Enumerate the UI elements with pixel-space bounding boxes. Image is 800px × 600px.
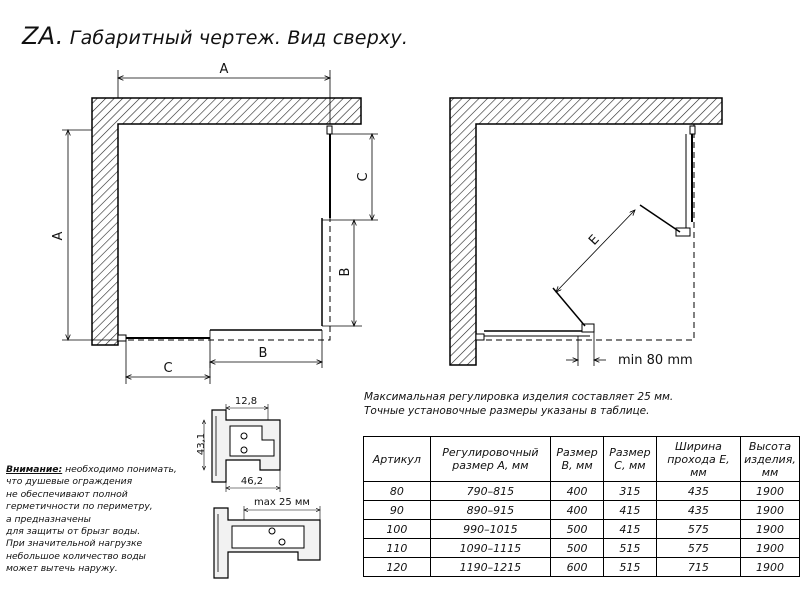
table-cell: 400	[550, 500, 604, 520]
table-cell: 415	[603, 519, 657, 539]
table-cell: 575	[655, 538, 742, 558]
warning-lead: Внимание:	[6, 464, 63, 475]
table-cell: 435	[655, 500, 742, 520]
table-cell: 790–815	[429, 481, 552, 501]
table-cell: 600	[550, 557, 604, 577]
table-cell: 80	[363, 481, 431, 501]
table-cell: 500	[550, 538, 604, 558]
profile-detail-1: 12,8 43,1 46,2	[196, 396, 281, 492]
profile1-dim-left: 43,1	[196, 433, 207, 455]
warning-line: для защиты от брызг воды.	[6, 526, 141, 538]
table-header: Высота изделия, мм	[740, 436, 800, 482]
table-cell: 1090–1115	[429, 538, 552, 558]
tray-outline	[118, 124, 331, 341]
warning-note: Внимание: необходимо понимать, что душев…	[6, 464, 177, 576]
right-view: E min 80 mm	[449, 97, 723, 368]
dim-c-bottom-label: C	[163, 361, 172, 376]
table-cell: 515	[603, 538, 657, 558]
table-cell: 100	[363, 519, 431, 539]
table-cell: 1900	[740, 481, 800, 501]
table-header: Размер С, мм	[603, 436, 657, 482]
left-view: A A C B B C	[51, 62, 378, 384]
dim-b-right-label: B	[338, 268, 353, 277]
warning-line: герметичности по периметру,	[6, 501, 153, 513]
table-cell: 435	[655, 481, 742, 501]
dim-e	[556, 210, 635, 292]
table-cell: 415	[603, 500, 657, 520]
page-title: ZA. Габаритный чертеж. Вид сверху.	[22, 22, 408, 50]
dim-c-right-label: C	[356, 172, 371, 181]
min-gap-label: min 80 mm	[618, 353, 693, 368]
dim-a-side-label: A	[51, 231, 66, 240]
warning-line: может вытечь наружу.	[6, 563, 118, 575]
table-cell: 120	[363, 557, 431, 577]
warning-line: а предназначены	[6, 513, 91, 525]
warning-line: При значительной нагрузке	[6, 538, 143, 550]
tray-outline-right	[476, 124, 695, 341]
table-cell: 1900	[740, 538, 800, 558]
left-view-walls	[91, 97, 362, 346]
table-cell: 90	[363, 500, 431, 520]
table-cell: 890–915	[429, 500, 552, 520]
table-cell: 400	[550, 481, 604, 501]
table-cell: 315	[603, 481, 657, 501]
spec-table: Артикул Регулировочный размер А, мм Разм…	[363, 436, 800, 577]
table-cell: 1900	[740, 557, 800, 577]
table-cell: 500	[550, 519, 604, 539]
table-cell: 575	[655, 519, 742, 539]
warning-line: необходимо понимать,	[62, 464, 177, 475]
table-header: Размер В, мм	[550, 436, 604, 482]
warning-line: что душевые ограждения	[6, 476, 133, 488]
wall-profile-bottom	[117, 334, 127, 342]
profile1-dim-top: 12,8	[235, 396, 257, 407]
wall-profile-right	[326, 125, 333, 135]
table-cell: 1900	[740, 500, 800, 520]
note-line-1: Максимальная регулировка изделия составл…	[364, 391, 674, 403]
table-cell: 1900	[740, 519, 800, 539]
note-line-2: Точные установочные размеры указаны в та…	[364, 405, 650, 417]
table-cell: 110	[363, 538, 431, 558]
title-text: Габаритный чертеж. Вид сверху.	[69, 27, 409, 49]
title-code: ZA.	[22, 22, 64, 50]
dim-b-bottom-label: B	[259, 346, 268, 361]
table-header-row: Артикул Регулировочный размер А, мм Разм…	[363, 436, 800, 482]
dim-a-top-label: A	[220, 62, 229, 77]
profile2-dim-top: max 25 мм	[254, 497, 310, 508]
warning-line: не обеспечивают полной	[6, 488, 128, 500]
table-cell: 715	[655, 557, 742, 577]
right-view-walls	[449, 97, 723, 366]
warning-line: небольшое количество воды	[6, 550, 146, 562]
table-cell: 990–1015	[429, 519, 552, 539]
table-header: Артикул	[363, 436, 431, 482]
table-header: Ширина прохода Е, мм	[655, 436, 742, 482]
profile-detail-2: max 25 мм	[213, 497, 321, 579]
table-cell: 515	[603, 557, 657, 577]
door-open-bottom	[552, 287, 586, 327]
door-open-right	[639, 204, 681, 233]
table-header: Регулировочный размер А, мм	[429, 436, 552, 482]
table-cell: 1190–1215	[429, 557, 552, 577]
profile1-dim-bottom: 46,2	[241, 476, 263, 487]
